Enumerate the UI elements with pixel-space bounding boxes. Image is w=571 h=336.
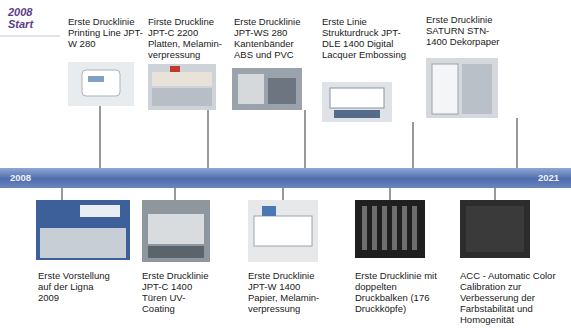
- milestone-text: Erste Vorstellung auf der Ligna 2009: [38, 270, 115, 303]
- milestone-text: Erste Drucklinie Printing Line JPT-W 280: [68, 16, 148, 49]
- milestone-text: ACC - Automatic Color Calibration zur Ve…: [460, 270, 556, 325]
- timeline-title: 2008 Start: [8, 6, 42, 30]
- milestone-text: Erste Drucklinie JPT-WS 280 Kantenbänder…: [234, 16, 312, 60]
- milestone-text: Erste Drucklinie JPT-C 1400 Türen UV-Coa…: [142, 270, 217, 314]
- timeline-band: 2008 2021: [0, 168, 571, 188]
- milestone-text: Erste Linie Strukturdruck JPT-DLE 1400 D…: [322, 16, 408, 60]
- year-label: 2021: [538, 172, 559, 183]
- year-label: 2008: [10, 172, 31, 183]
- milestone-text: Erste Drucklinie mit doppelten Druckbalk…: [355, 270, 443, 314]
- milestone-text: Firste Druckline JPT-C 2200 Platten, Mel…: [148, 16, 233, 60]
- milestone-text: Erste Drucklinie JPT-W 1400 Papier, Mela…: [248, 270, 330, 314]
- milestone-text: Erste Drucklinie SATURN STN-1400 Dekorpa…: [426, 14, 506, 47]
